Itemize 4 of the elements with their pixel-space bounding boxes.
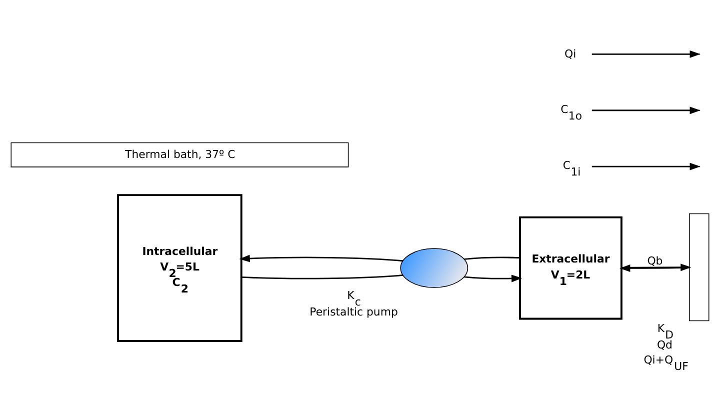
node-label: Peristaltic pump: [310, 305, 398, 318]
node-text: Qi: [564, 47, 576, 60]
edge-label: Qb: [647, 254, 663, 268]
node-label: Qd: [656, 338, 672, 352]
